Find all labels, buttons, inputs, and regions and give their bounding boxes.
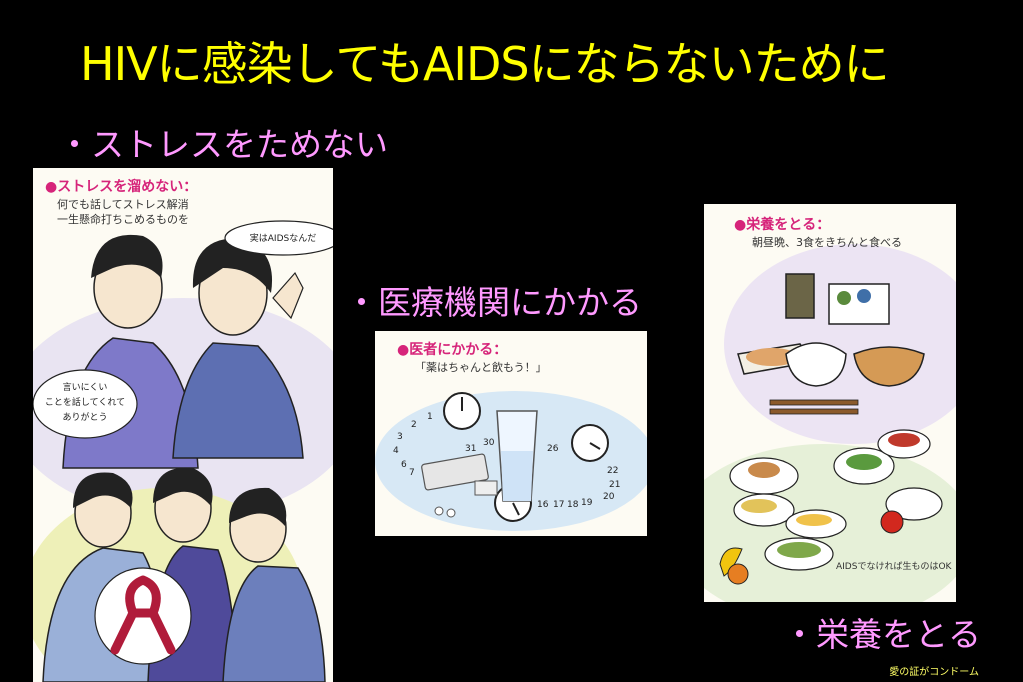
svg-text:20: 20 xyxy=(603,492,615,502)
svg-text:7: 7 xyxy=(409,468,415,478)
stress-panel-line-2: 一生懸命打ちこめるものを xyxy=(57,213,189,226)
svg-text:30: 30 xyxy=(483,438,495,448)
stress-panel-line-1: 何でも話してストレス解消 xyxy=(57,198,189,211)
slide-title: HIVに感染してもAIDSにならないために xyxy=(80,37,890,91)
nutrition-panel-note: AIDSでなければ生ものはOK xyxy=(836,562,952,572)
svg-text:26: 26 xyxy=(547,444,559,454)
bullet-medical: ・医療機関にかかる xyxy=(345,283,642,322)
svg-text:2: 2 xyxy=(411,420,417,430)
doctor-panel-heading: ●医者にかかる： xyxy=(397,342,508,358)
svg-text:18: 18 xyxy=(567,500,579,510)
bubble-thanks-line-1: 言いにくい xyxy=(63,381,108,393)
stress-panel-heading: ●ストレスを溜めない： xyxy=(45,179,198,195)
bubble-thanks-line-3: ありがとう xyxy=(62,411,107,423)
svg-text:21: 21 xyxy=(609,480,620,490)
nutrition-panel-line: 朝昼晩、3食をきちんと食べる xyxy=(752,236,902,249)
svg-text:6: 6 xyxy=(401,460,407,470)
svg-text:17: 17 xyxy=(553,500,564,510)
nutrition-illustration-panel: ●栄養をとる： 朝昼晩、3食をきちんと食べる AIDSでなければ生ものはOK xyxy=(704,204,956,602)
doctor-panel-line: 「薬はちゃんと飲もう！」 xyxy=(415,361,547,374)
svg-text:1: 1 xyxy=(427,412,433,422)
bubble-confession: 実はAIDSなんだ xyxy=(250,232,316,244)
food-illustration xyxy=(704,244,956,602)
stress-illustration: 実はAIDSなんだ 言いにくい ことを話してくれて ありがとう xyxy=(33,220,333,682)
bullet-nutrition: ・栄養をとる xyxy=(783,615,981,654)
svg-text:16: 16 xyxy=(537,500,549,510)
svg-text:22: 22 xyxy=(607,466,618,476)
nutrition-panel-heading: ●栄養をとる： xyxy=(734,217,831,233)
bullet-stress: ・ストレスをためない xyxy=(58,125,388,164)
slide-footer: 愛の証がコンドーム xyxy=(889,667,979,678)
svg-text:3: 3 xyxy=(397,432,403,442)
svg-text:31: 31 xyxy=(465,444,476,454)
stress-illustration-panel: 実はAIDSなんだ 言いにくい ことを話してくれて ありがとう ●ストレスを溜め… xyxy=(33,168,333,682)
svg-text:4: 4 xyxy=(393,446,399,456)
svg-text:19: 19 xyxy=(581,498,593,508)
bubble-thanks-line-2: ことを話してくれて xyxy=(45,396,125,408)
